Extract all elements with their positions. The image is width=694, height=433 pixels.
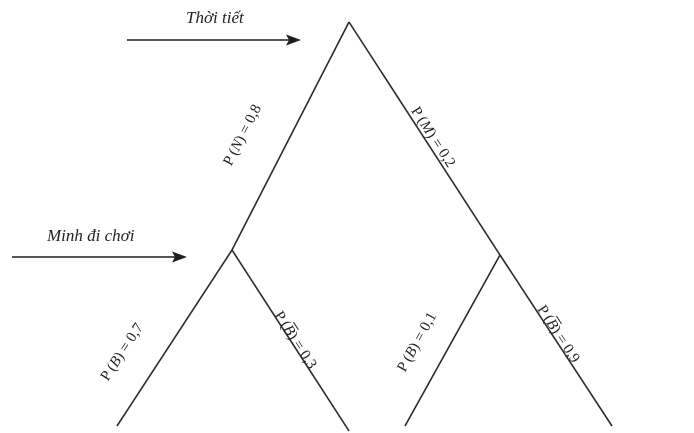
branch-root-n: [231, 21, 350, 251]
branch-root-m: [348, 21, 501, 256]
stage-label-weather: Thời tiết: [186, 8, 244, 27]
branch-n-not-b: [231, 249, 350, 432]
branch-n-b: [116, 249, 233, 427]
branch-m-not-b: [499, 254, 613, 427]
branch-m-b: [404, 254, 501, 427]
minh-goes-out-arrow: [12, 251, 187, 263]
stage-label-minh-goes-out: Minh đi chơi: [47, 226, 135, 245]
weather-arrow: [127, 34, 301, 46]
